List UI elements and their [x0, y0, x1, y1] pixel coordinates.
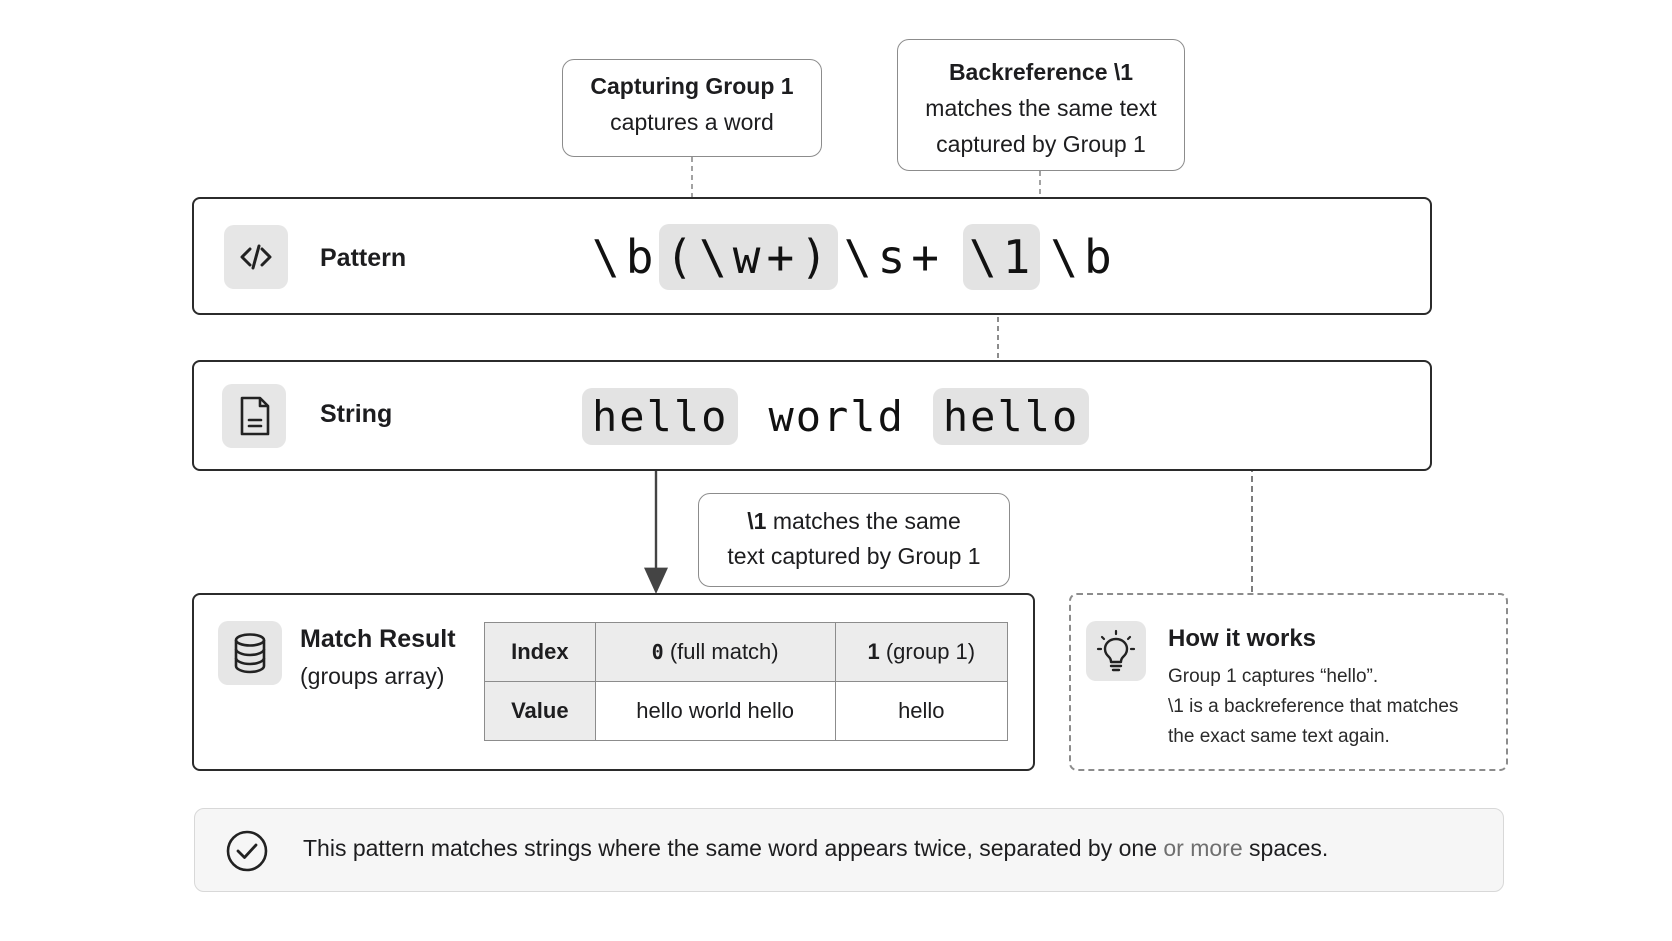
backref-callout-title: Backreference \1 [948, 59, 1134, 85]
backref-callout-line1: matches the same text [925, 95, 1157, 121]
pattern-token-word-boundary-end: \b [1050, 230, 1118, 284]
summary-text-b: or more [1163, 835, 1243, 861]
summary-text: This pattern matches strings where the s… [303, 835, 1328, 862]
pattern-row: Pattern \b (\w+) \s+ \1 \b [192, 197, 1432, 315]
middle-callout-line2: text captured by Group 1 [727, 543, 981, 569]
table-row: Index 0 (full match) 1 (group 1) [484, 622, 1009, 682]
document-icon [222, 384, 286, 448]
how-it-works-title: How it works [1168, 625, 1317, 652]
string-label: String [320, 400, 393, 428]
group1-callout-title: Capturing Group 1 [590, 73, 794, 99]
summary-text-a: This pattern matches strings where the s… [303, 835, 1164, 861]
how-it-works-panel: How it works Group 1 captures “hello”. \… [1069, 593, 1508, 771]
group1-callout: Capturing Group 1 captures a word [562, 59, 822, 157]
pattern-label: Pattern [320, 244, 407, 272]
table-cell-full-match: hello world hello [594, 681, 836, 741]
table-header-group1-label: (group 1) [879, 639, 976, 664]
how-it-works-body: Group 1 captures “hello”. \1 is a backre… [1168, 662, 1458, 752]
match-result-title: Match Result [300, 625, 456, 653]
backref-callout: Backreference \1 matches the same text c… [897, 39, 1185, 171]
string-word-hello-second: hello [932, 387, 1090, 445]
table-row: Value hello world hello hello [484, 681, 1009, 741]
string-text: hello world hello [582, 386, 1090, 446]
check-circle-icon [225, 829, 269, 873]
group1-callout-text: captures a word [610, 109, 774, 135]
middle-callout-line1: \1 matches the same [699, 504, 1009, 539]
table-row-label-value: Value [484, 681, 596, 741]
database-icon [218, 621, 282, 685]
lightbulb-icon [1086, 621, 1146, 681]
table-cell-group1: hello [834, 681, 1009, 741]
how-it-works-line2: \1 is a backreference that matches [1168, 696, 1459, 717]
table-header-full-match-index: 0 [651, 640, 664, 664]
table-header-group1-index: 1 [867, 639, 880, 664]
pattern-token-group1: (\w+) [659, 224, 838, 290]
string-row: String hello world hello [192, 360, 1432, 471]
backref-callout-line2: captured by Group 1 [936, 131, 1146, 157]
middle-callout-bold: \1 [747, 508, 767, 534]
string-word-world: world [768, 391, 905, 441]
pattern-token-whitespace: \s+ [843, 230, 945, 284]
match-result-table: Index 0 (full match) 1 (group 1) Value h… [484, 622, 1009, 741]
how-it-works-line3: the exact same text again. [1168, 726, 1390, 747]
pattern-token-backref: \1 [962, 224, 1041, 290]
how-it-works-line1: Group 1 captures “hello”. [1168, 666, 1379, 687]
middle-callout-line1-text: matches the same [766, 508, 961, 534]
middle-callout: \1 matches the same text captured by Gro… [698, 493, 1010, 587]
summary-banner: This pattern matches strings where the s… [194, 808, 1504, 892]
code-icon [224, 225, 288, 289]
match-result-panel: Match Result (groups array) Index 0 (ful… [192, 593, 1035, 771]
pattern-expression: \b (\w+) \s+ \1 \b [592, 219, 1118, 295]
string-word-hello-first: hello [582, 387, 739, 445]
summary-text-c: spaces. [1242, 835, 1329, 861]
table-header-index: Index [484, 622, 596, 682]
pattern-token-word-boundary-start: \b [592, 230, 660, 284]
table-header-full-match: 0 (full match) [594, 622, 836, 682]
table-header-group1: 1 (group 1) [834, 622, 1009, 682]
match-result-subtitle: (groups array) [300, 663, 445, 689]
table-header-full-match-label: (full match) [663, 639, 779, 664]
